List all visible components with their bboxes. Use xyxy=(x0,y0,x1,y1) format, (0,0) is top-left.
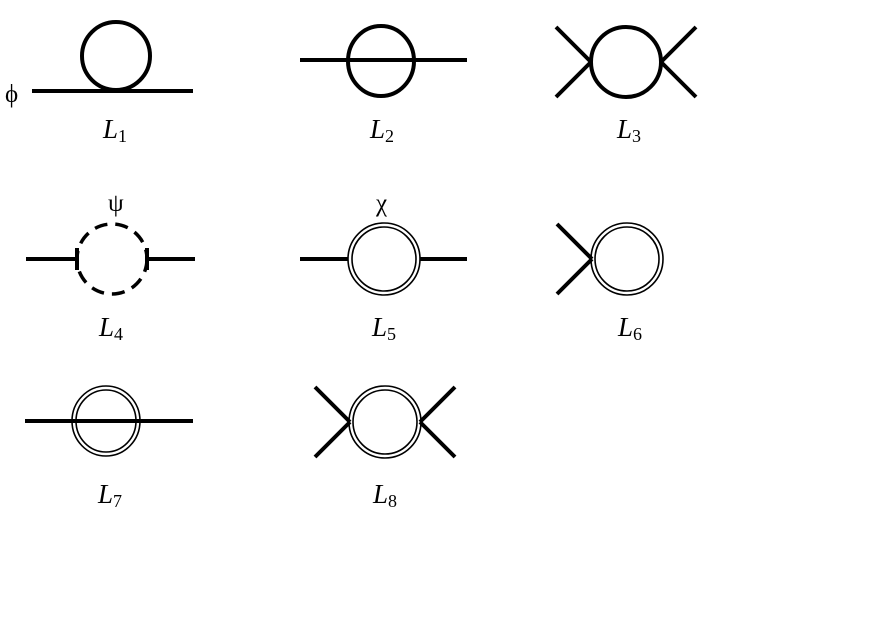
double-loop-inner xyxy=(352,389,418,455)
dashed-loop xyxy=(75,222,149,296)
diagram-label: L7 xyxy=(97,479,122,511)
loop xyxy=(346,24,416,98)
double-loop-outer xyxy=(71,385,141,457)
diagram-label: L6 xyxy=(617,312,642,344)
external-line xyxy=(418,420,457,459)
diagram-l1: ϕ L1 xyxy=(5,20,193,146)
double-loop-inner xyxy=(351,226,417,292)
diagram-label: L1 xyxy=(102,114,127,146)
external-line xyxy=(659,25,698,64)
diagram-label: L3 xyxy=(616,114,641,146)
diagram-l7: L7 xyxy=(25,385,193,511)
external-line xyxy=(659,60,698,99)
field-label-psi: ψ xyxy=(108,190,124,217)
double-loop-outer xyxy=(347,222,421,296)
external-line xyxy=(554,60,593,99)
external-line xyxy=(554,25,593,64)
diagram-l5: χ L5 xyxy=(300,190,467,344)
diagram-label: L8 xyxy=(372,479,397,511)
diagram-l6: L6 xyxy=(555,222,664,344)
field-label-phi: ϕ xyxy=(5,81,18,108)
diagram-l2: L2 xyxy=(300,24,467,146)
external-line xyxy=(418,385,457,424)
diagram-l8: L8 xyxy=(313,385,457,511)
double-loop-outer xyxy=(348,385,422,459)
external-line xyxy=(313,420,352,459)
field-label-chi: χ xyxy=(375,190,387,217)
loop xyxy=(80,20,152,92)
diagram-l3: L3 xyxy=(554,25,698,146)
double-loop-outer xyxy=(590,222,664,296)
loop xyxy=(589,25,663,99)
external-line xyxy=(555,222,594,261)
diagram-l4: ψ L4 xyxy=(26,190,195,344)
diagram-label: L2 xyxy=(369,114,394,146)
double-loop-inner xyxy=(75,389,137,453)
diagram-label: L5 xyxy=(371,312,396,344)
external-line xyxy=(555,257,594,296)
external-line xyxy=(313,385,352,424)
double-loop-inner xyxy=(594,226,660,292)
diagram-label: L4 xyxy=(98,312,123,344)
